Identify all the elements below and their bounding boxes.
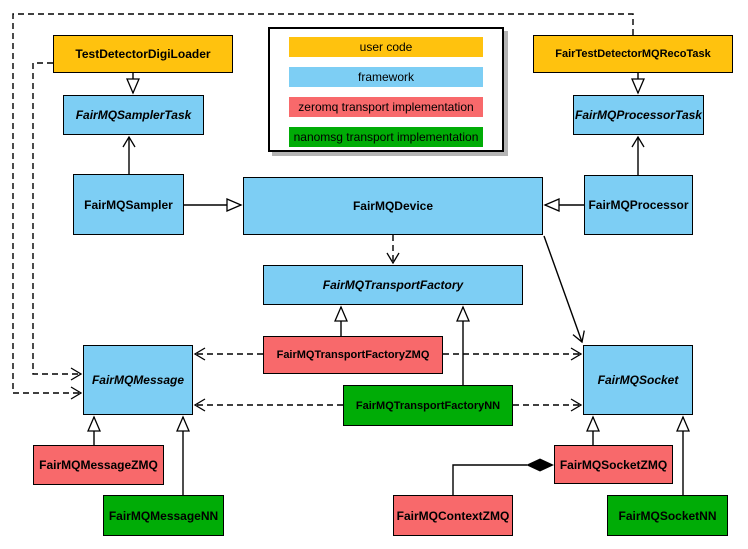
class-fairmqtransportfactory: FairMQTransportFactory [263, 265, 523, 305]
legend-item-nanomsg: nanomsg transport implementation [289, 127, 483, 147]
class-fairmqsocketnn: FairMQSocketNN [607, 495, 728, 536]
composition-contextzmq-socketzmq-line [452, 464, 527, 495]
legend-item-zeromq: zeromq transport implementation [289, 97, 483, 117]
class-fairmqcontextzmq: FairMQContextZMQ [393, 495, 513, 536]
class-fairmqdevice: FairMQDevice [243, 177, 543, 235]
class-fairmqprocessor: FairMQProcessor [584, 175, 693, 235]
association-device-to-socket [543, 235, 585, 344]
class-fairmqtransportfactorynn: FairMQTransportFactoryNN [343, 385, 513, 426]
class-fairmqsocket: FairMQSocket [583, 345, 693, 415]
class-fairmqsamplertask: FairMQSamplerTask [63, 95, 204, 135]
composition-diamond [526, 458, 554, 472]
class-fairmqsocketzmq: FairMQSocketZMQ [554, 445, 673, 484]
class-fairmqprocessortask: FairMQProcessorTask [573, 95, 704, 135]
class-fairmqtransportfactoryzmq: FairMQTransportFactoryZMQ [263, 336, 443, 374]
legend-item-framework: framework [289, 67, 483, 87]
class-fairmqmessage: FairMQMessage [83, 345, 193, 415]
legend-item-user-code: user code [289, 37, 483, 57]
dependency-recotask-to-message [12, 13, 634, 400]
class-fairmqsampler: FairMQSampler [73, 174, 184, 235]
class-fairmqmessagenn: FairMQMessageNN [103, 495, 224, 536]
dependency-digiloader-to-message [32, 62, 83, 381]
class-testdetectordigiloader: TestDetectorDigiLoader [53, 35, 233, 73]
class-fairmqmessagezmq: FairMQMessageZMQ [33, 445, 164, 485]
class-fairtestdetectormqrecotask: FairTestDetectorMQRecoTask [533, 35, 733, 73]
legend-box: user code framework zeromq transport imp… [268, 27, 504, 152]
